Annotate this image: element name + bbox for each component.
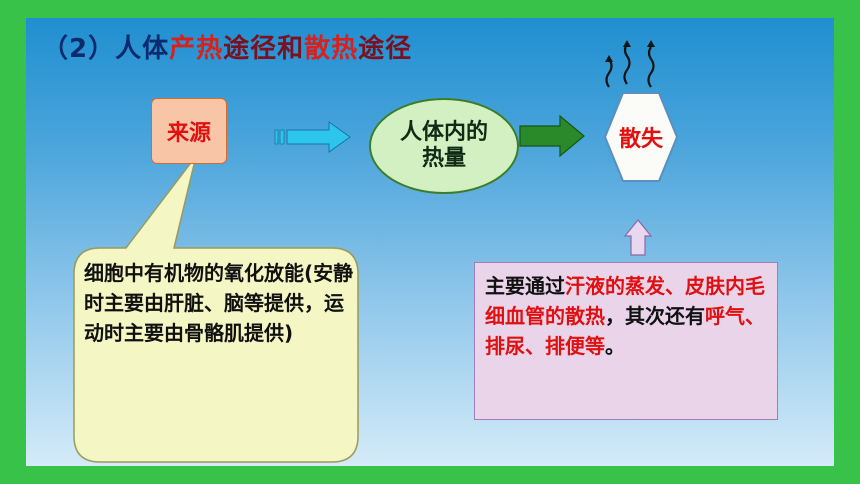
dissipation-text-1: 主要通过 bbox=[485, 274, 565, 298]
dissipate-label: 散失 bbox=[618, 127, 663, 152]
arrow-green bbox=[519, 114, 585, 158]
source-callout-bubble bbox=[73, 155, 359, 463]
hexagon-shape bbox=[603, 92, 679, 182]
title-prefix: （2）人体 bbox=[42, 34, 170, 64]
title-path-1: 途径和 bbox=[223, 34, 305, 64]
dissipation-red-1: 汗液的蒸发、皮肤内毛细血管的散热 bbox=[485, 274, 765, 328]
arrow-up bbox=[623, 219, 653, 256]
dissipation-text-2: ，其次还有 bbox=[605, 304, 705, 328]
body-heat-label: 人体内的热量 bbox=[400, 119, 489, 171]
source-box: 来源 bbox=[151, 98, 227, 164]
title-produce: 产热 bbox=[169, 34, 224, 64]
heat-waves-icon bbox=[605, 43, 655, 88]
dissipation-text-3: 。 bbox=[605, 334, 625, 358]
title-path-2: 途径 bbox=[358, 34, 413, 64]
dissipation-detail-box: 主要通过汗液的蒸发、皮肤内毛细血管的散热，其次还有呼气、排尿、排便等。 bbox=[474, 262, 778, 420]
diagram-shapes bbox=[73, 40, 679, 463]
dissipation-red-2: 呼气、排尿、排便等 bbox=[485, 304, 765, 358]
heat-wave-tips bbox=[605, 40, 655, 62]
page-title: （2）人体产热途径和散热途径 bbox=[42, 28, 412, 65]
slide: （2）人体产热途径和散热途径 来源 人体内的热量 散失 细胞中有机物的氧化放能(… bbox=[26, 18, 834, 466]
arrow-cyan bbox=[274, 121, 351, 153]
source-label: 来源 bbox=[166, 121, 211, 146]
title-dissipate: 散热 bbox=[304, 34, 359, 64]
source-detail-text: 细胞中有机物的氧化放能(安静时主要由肝脏、脑等提供，运动时主要由骨骼肌提供) bbox=[84, 261, 354, 345]
body-heat-ellipse: 人体内的热量 bbox=[369, 98, 519, 194]
